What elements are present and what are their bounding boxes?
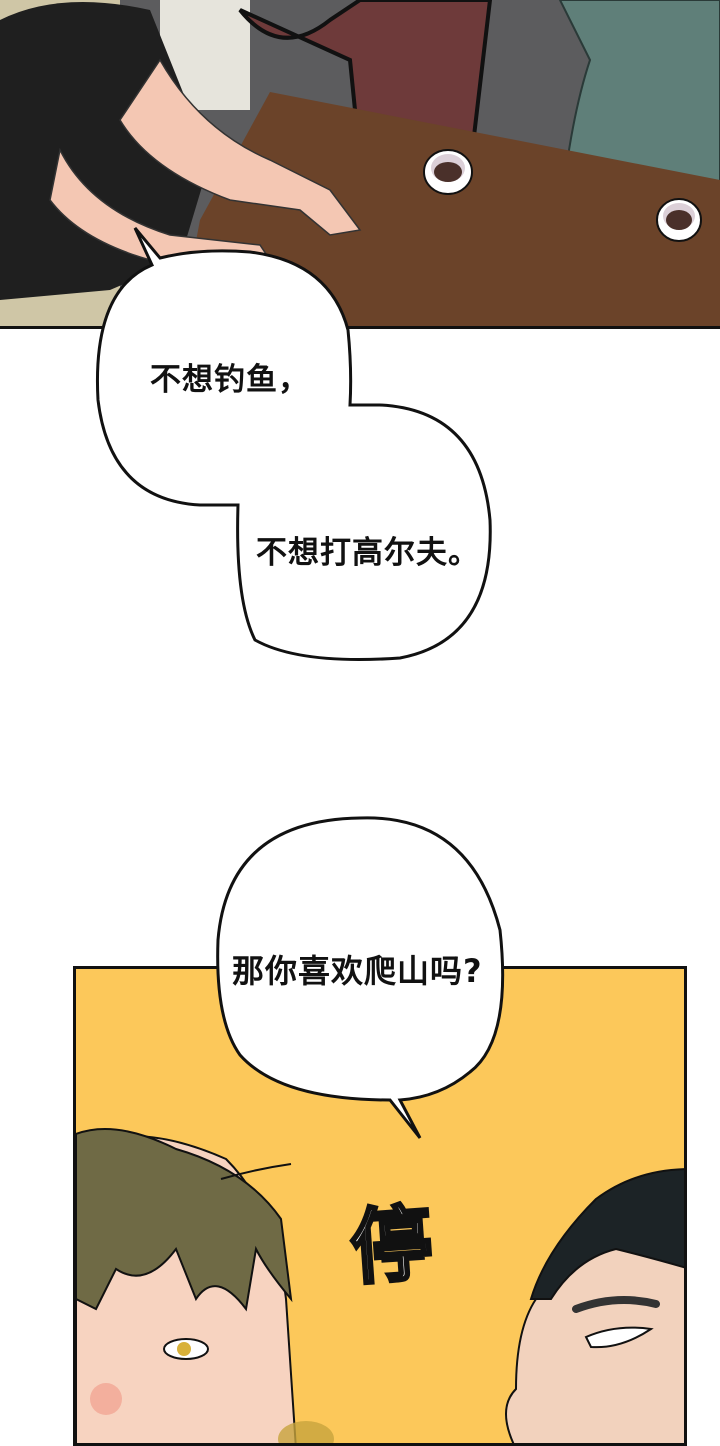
dialogue-line-3: 那你喜欢爬山吗? [232, 952, 483, 990]
wooden-table [180, 92, 720, 326]
dialogue-line-1: 不想钓鱼， [150, 362, 310, 398]
coffee-cup-1 [423, 149, 473, 195]
speech-bubble-2 [216, 816, 505, 1139]
coffee-cup-2 [656, 198, 702, 242]
sfx-text: 停 [346, 1195, 437, 1298]
dialogue-line-2: 不想打高尔夫。 [256, 535, 480, 571]
speech-bubble-1 [95, 227, 492, 662]
panel-2-artwork [76, 1128, 684, 1443]
panel-1-artwork [0, 0, 720, 326]
panel-1 [0, 0, 720, 329]
